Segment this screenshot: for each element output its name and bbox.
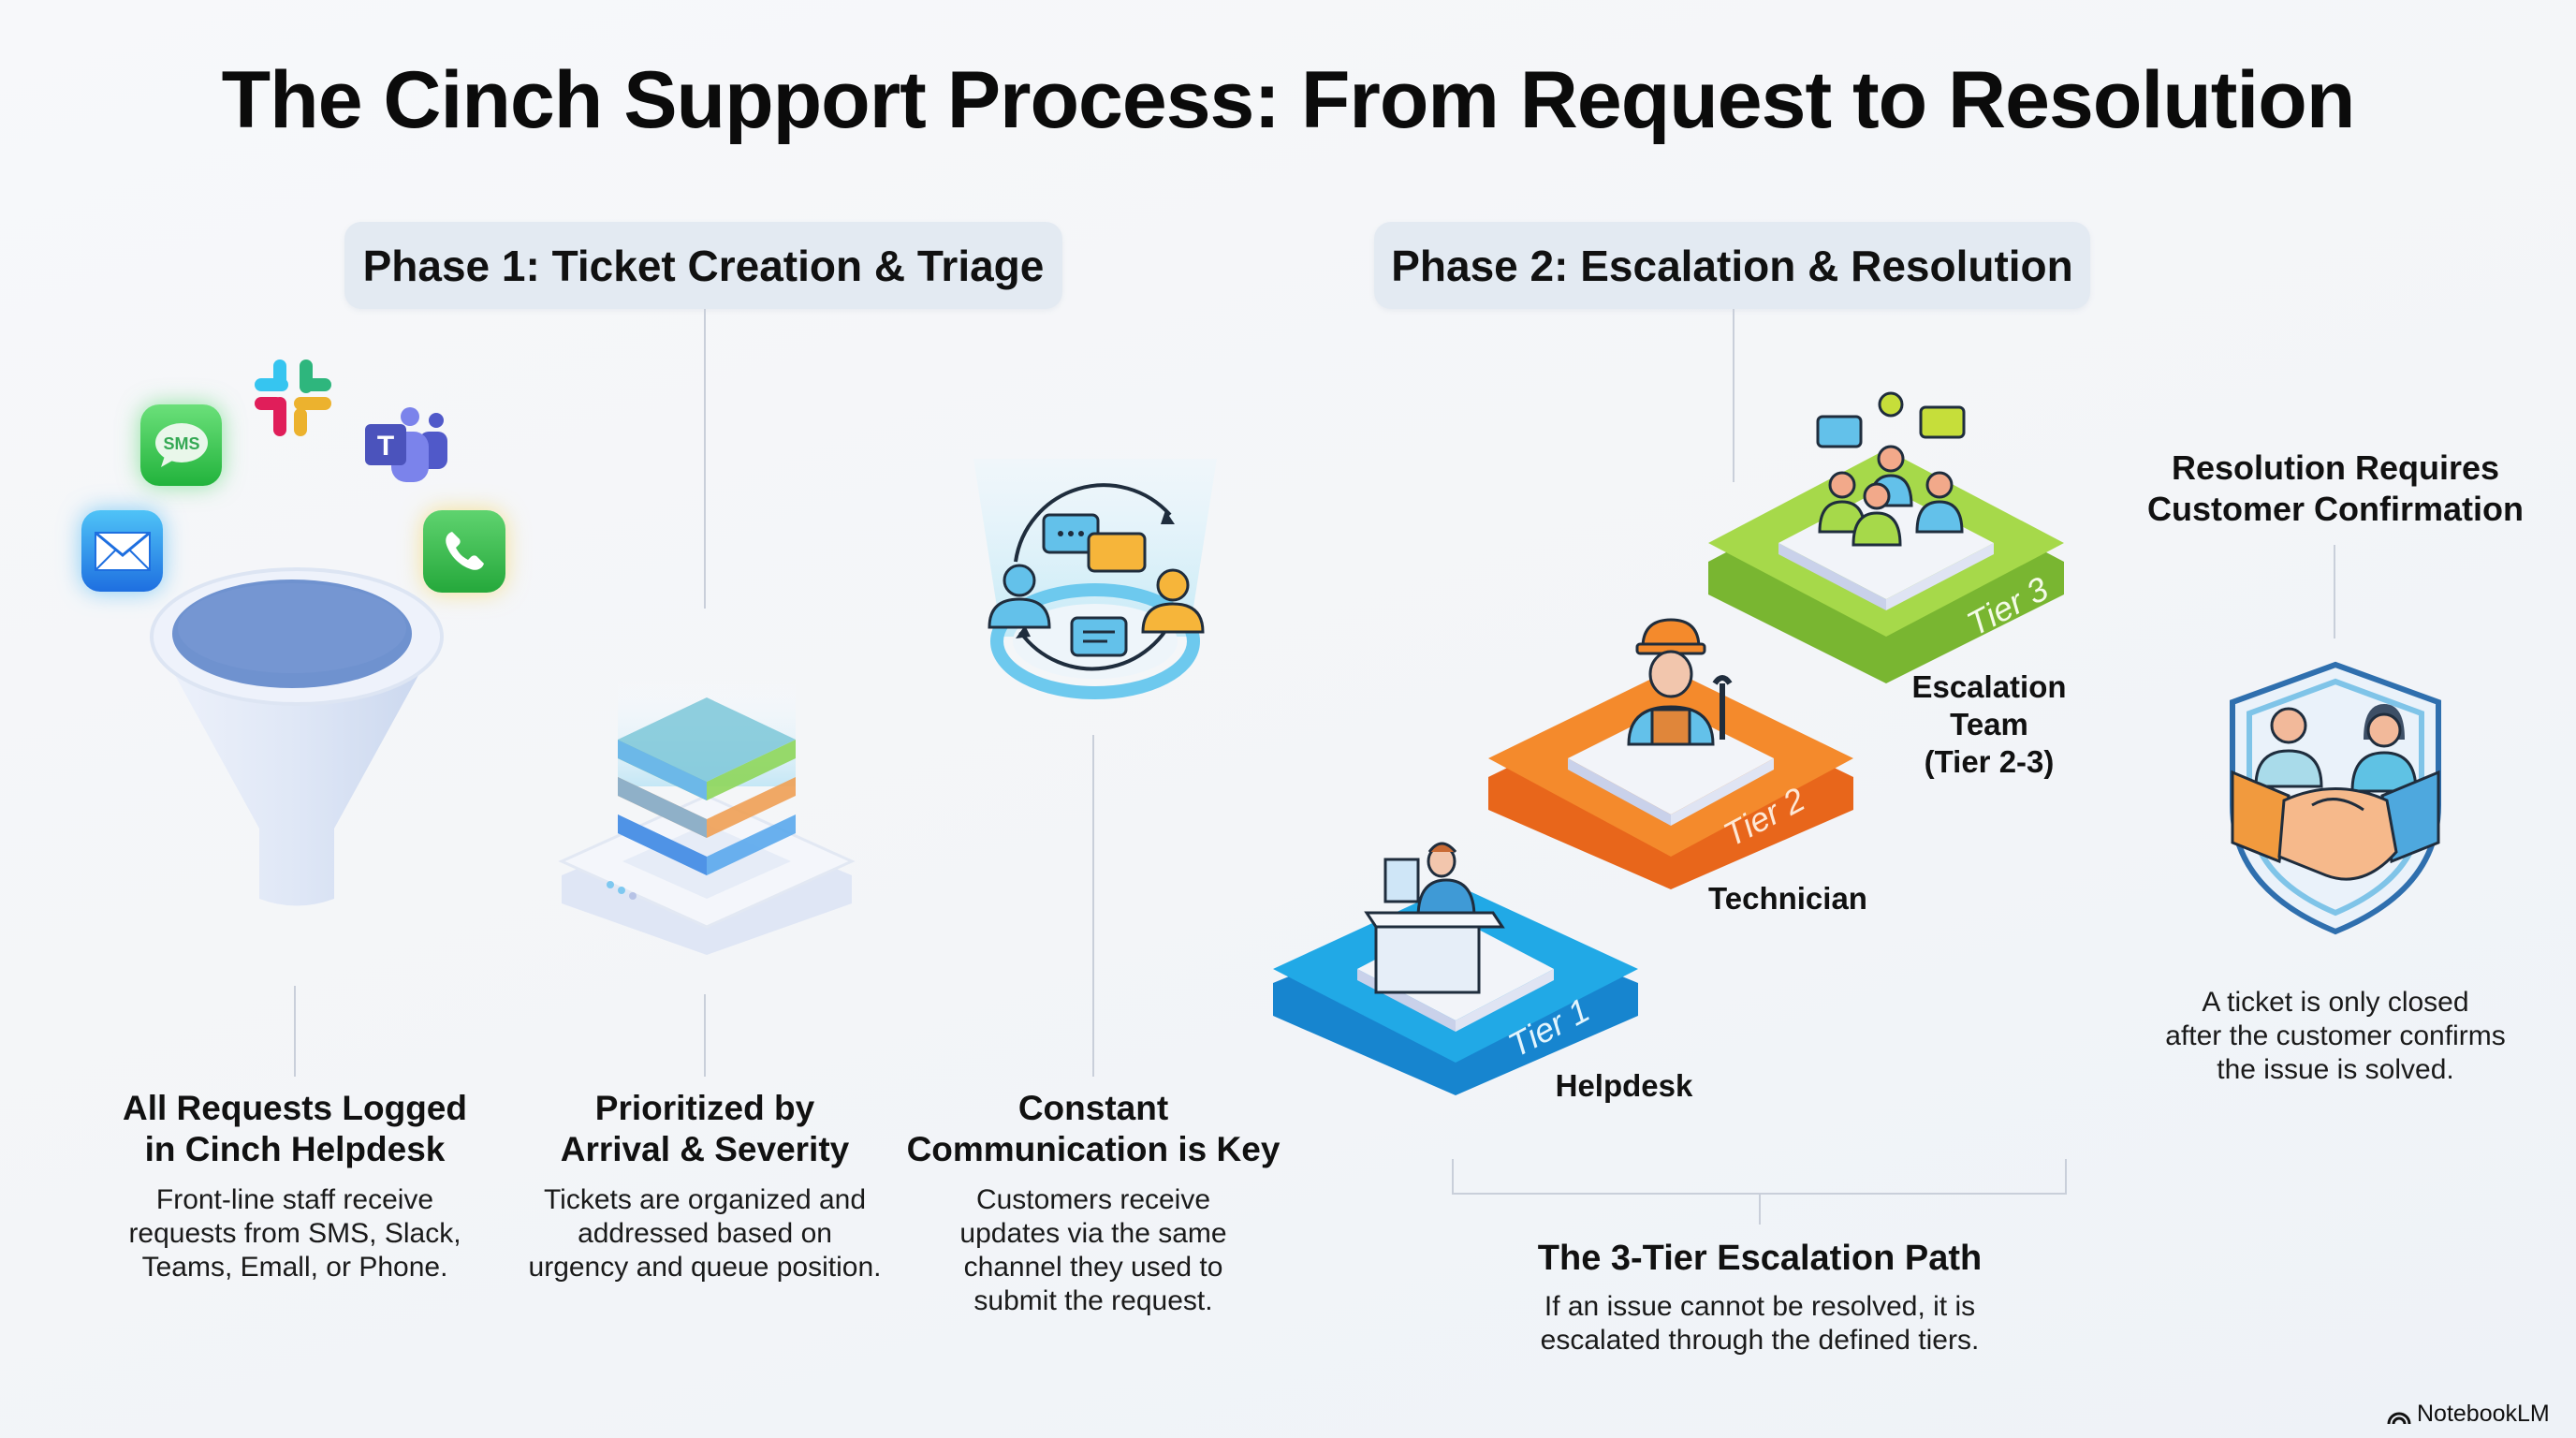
svg-text:T: T	[377, 431, 394, 462]
handshake-shield-icon	[2223, 655, 2448, 936]
step-body: Front-line staff receive requests from S…	[128, 1184, 461, 1283]
svg-text:SMS: SMS	[163, 434, 199, 453]
tier-2-platform: Tier 2	[1484, 609, 1858, 889]
step-communication: Constant Communication is Key Customers …	[887, 1088, 1299, 1318]
resolution-body: A ticket is only closed after the custom…	[2165, 987, 2506, 1085]
email-icon	[81, 510, 163, 592]
connector-line	[1092, 735, 1094, 1077]
phase-2-header: Phase 2: Escalation & Resolution	[1374, 222, 2090, 309]
page-title: The Cinch Support Process: From Request …	[221, 55, 2356, 145]
step-body: Customers receive updates via the same c…	[959, 1184, 1227, 1316]
escalation-path-heading: The 3-Tier Escalation Path	[1537, 1239, 1983, 1278]
priority-stack-icon	[552, 674, 861, 955]
tier-1-role: Helpdesk	[1555, 1068, 1693, 1103]
step-heading: All Requests Logged in Cinch Helpdesk	[123, 1089, 467, 1168]
tier-1-platform: Tier 1	[1268, 814, 1643, 1095]
bracket-right	[2065, 1159, 2067, 1194]
funnel-icon	[138, 566, 456, 913]
notebooklm-label: NotebookLM	[2417, 1401, 2550, 1427]
sms-icon: SMS	[140, 404, 222, 486]
phone-icon	[423, 510, 505, 593]
step-prioritized: Prioritized by Arrival & Severity Ticket…	[499, 1088, 911, 1284]
phase-2-label: Phase 2: Escalation & Resolution	[1391, 241, 2073, 290]
connector-line	[704, 309, 706, 609]
step-heading: Constant Communication is Key	[906, 1089, 1281, 1168]
notebooklm-branding: NotebookLM	[2387, 1401, 2550, 1428]
step-body: Tickets are organized and addressed base…	[528, 1184, 882, 1283]
step-heading: Prioritized by Arrival & Severity	[560, 1089, 850, 1168]
tier-2-role: Technician	[1708, 881, 1867, 916]
tier-3-platform: Tier 3	[1694, 365, 2069, 683]
communication-cycle-icon	[969, 459, 1222, 700]
connector-line	[294, 986, 296, 1077]
slack-icon	[251, 356, 335, 440]
resolution-heading: Resolution Requires Customer Confirmatio…	[2146, 448, 2524, 528]
bracket-stem	[1759, 1193, 1761, 1225]
step-logged: All Requests Logged in Cinch Helpdesk Fr…	[89, 1088, 501, 1284]
tier-3-role: Escalation Team (Tier 2-3)	[1911, 669, 2067, 779]
notebooklm-logo-icon	[2387, 1405, 2411, 1424]
connector-line	[1733, 309, 1734, 482]
escalation-path: The 3-Tier Escalation Path If an issue c…	[1479, 1238, 2041, 1357]
connector-line	[2334, 545, 2335, 638]
phase-1-label: Phase 1: Ticket Creation & Triage	[362, 241, 1045, 290]
escalation-path-body: If an issue cannot be resolved, it is es…	[1540, 1291, 1980, 1356]
connector-line	[704, 994, 706, 1077]
bracket-left	[1452, 1159, 1454, 1194]
phase-1-header: Phase 1: Ticket Creation & Triage	[344, 222, 1062, 309]
teams-icon: T	[363, 407, 449, 484]
